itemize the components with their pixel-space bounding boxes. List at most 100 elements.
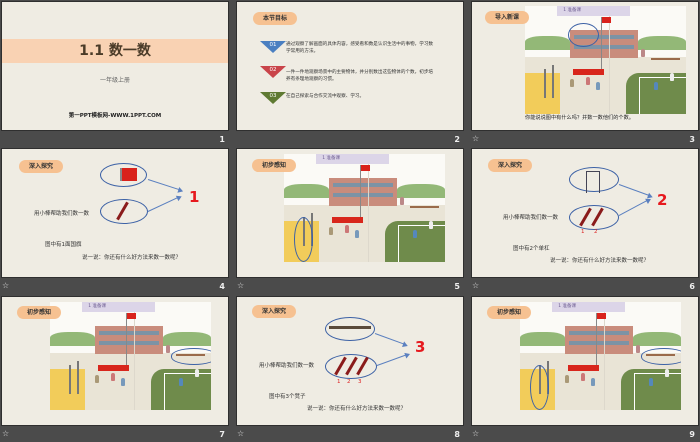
- arrow: [618, 199, 650, 217]
- slide-7[interactable]: 1 准备课 初步感知: [1, 296, 229, 426]
- child: [165, 345, 170, 354]
- school-building: [565, 325, 633, 354]
- child: [345, 225, 350, 234]
- slide-thumbnail-3[interactable]: 1 准备课 导入新课 你能说说图中有什么吗？并数一数他们的个数。 ☆3: [471, 1, 699, 147]
- slide-number: 8: [454, 430, 460, 439]
- trees: [50, 332, 96, 347]
- slide-6[interactable]: 深入探究 1 2 2 用小棒帮助我们数一数 图中有2个单杠 说一说：你还有什么好…: [471, 148, 699, 278]
- animation-icon[interactable]: ☆: [237, 429, 245, 438]
- child: [178, 377, 183, 386]
- slide-thumbnail-5[interactable]: 1 准备课 初步感知 ☆5: [236, 148, 464, 294]
- stick-label: 1: [337, 379, 341, 385]
- book-spine: [608, 6, 610, 114]
- child: [329, 227, 334, 236]
- sandpit: [50, 360, 86, 410]
- slide-9[interactable]: 1 准备课 初步感知: [471, 296, 699, 426]
- arrow: [147, 179, 182, 192]
- section-tag: 导入新课: [485, 11, 529, 24]
- title-band: [2, 39, 228, 63]
- stick-ellipse: [569, 205, 619, 230]
- slide-thumbnail-9[interactable]: 1 准备课 初步感知 ☆ 9: [471, 296, 699, 442]
- flagpole: [600, 16, 602, 71]
- textbook-illustration: 1 准备课: [284, 154, 445, 262]
- question-text: 说一说：你还有什么好方法来数一数呢？: [82, 255, 182, 261]
- slide-3[interactable]: 1 准备课 导入新课 你能说说图中有什么吗？并数一数他们的个数。: [471, 1, 699, 131]
- section-tag: 深入探究: [19, 160, 63, 173]
- sandpit: [525, 64, 561, 114]
- book-tab: 1 准备课: [82, 302, 155, 312]
- goal-marker-3: 03: [260, 92, 286, 104]
- goal-marker-2: 02: [260, 66, 286, 78]
- child: [570, 79, 575, 88]
- slide-thumbnail-2[interactable]: 本节目标 01 通过观察了解画面的具体内容，感受看和数是认识生活中的事物，学习数…: [236, 1, 464, 147]
- goal-text-3: 在自己探索与合作交流中观察、学习。: [286, 94, 365, 99]
- book-tab-label: 准备课: [562, 304, 577, 309]
- slide-thumbnail-6[interactable]: 深入探究 1 2 2 用小棒帮助我们数一数 图中有2个单杠 说一说：你还有什么好…: [471, 148, 699, 294]
- flag-icon: [120, 168, 137, 181]
- slide-number: 2: [454, 135, 460, 144]
- child: [640, 49, 645, 58]
- highlight-ellipse: [293, 216, 313, 262]
- flag: [601, 16, 612, 24]
- slide-4[interactable]: 深入探究 1 用小棒帮助我们数一数 图中有1面国旗 说一说：你还有什么好方法来数…: [1, 148, 229, 278]
- book-tab-number: 1: [322, 156, 326, 161]
- child: [595, 81, 600, 90]
- slide-thumbnail-7[interactable]: 1 准备课 初步感知 ☆7: [1, 296, 229, 442]
- sports-field: [385, 220, 445, 262]
- book-tab: 1 准备课: [552, 302, 625, 312]
- arrow: [374, 333, 407, 346]
- textbook-illustration: 1 准备课: [520, 302, 681, 410]
- slide-1[interactable]: 1.1 数一数 一年级上册 第一PPT模板网-WWW.1PPT.COM: [1, 1, 229, 131]
- book-tab-label: 准备课: [92, 304, 107, 309]
- bench: [409, 205, 439, 208]
- animation-icon[interactable]: ☆: [472, 281, 480, 290]
- count-result: 1: [189, 188, 200, 206]
- animation-icon[interactable]: ☆: [2, 281, 10, 290]
- slide-8[interactable]: 深入探究 1 2 3 3 用小棒帮助我们数一数 图中有3个凳子 说一说：你还有什…: [236, 296, 464, 426]
- child: [354, 229, 359, 238]
- trees: [632, 332, 681, 347]
- slide-2[interactable]: 本节目标 01 通过观察了解画面的具体内容，感受看和数是认识生活中的事物，学习数…: [236, 1, 464, 131]
- stick-label: 1: [581, 229, 585, 235]
- book-spine: [133, 302, 135, 410]
- stick-label: 3: [358, 379, 362, 385]
- animation-icon[interactable]: ☆: [472, 429, 480, 438]
- banner: [568, 364, 599, 372]
- flag: [360, 164, 371, 172]
- count-result: 3: [415, 338, 426, 356]
- slide-thumbnail-4[interactable]: 深入探究 1 用小棒帮助我们数一数 图中有1面国旗 说一说：你还有什么好方法来数…: [1, 148, 229, 294]
- school-building: [95, 325, 163, 354]
- arrow: [618, 184, 652, 197]
- child: [590, 377, 595, 386]
- animation-icon[interactable]: ☆: [2, 429, 10, 438]
- stick-label: 2: [347, 379, 351, 385]
- child: [194, 368, 199, 377]
- slide-5[interactable]: 1 准备课 初步感知: [236, 148, 464, 278]
- slide-number: 6: [689, 282, 695, 291]
- slide-thumbnail-1[interactable]: 1.1 数一数 一年级上册 第一PPT模板网-WWW.1PPT.COM 1: [1, 1, 229, 147]
- book-tab: 1 准备课: [316, 154, 389, 164]
- flagpole: [595, 312, 597, 367]
- book-spine: [603, 302, 605, 410]
- fact-text: 图中有3个凳子: [269, 394, 306, 400]
- book-tab-label: 准备课: [326, 156, 341, 161]
- goal-text-1: 通过观察了解画面的具体内容，感受看和数是认识生活中的事物，学习数学常用的方法。: [286, 42, 434, 54]
- bench: [650, 57, 680, 60]
- prompt-text: 用小棒帮助我们数一数: [503, 215, 559, 221]
- book-tab-label: 准备课: [567, 8, 582, 13]
- book-tab-number: 1: [558, 304, 562, 309]
- trees: [396, 184, 445, 199]
- highlight-ellipse: [529, 364, 549, 410]
- flagpole: [359, 164, 361, 219]
- animation-icon[interactable]: ☆: [237, 281, 245, 290]
- book-spine: [367, 154, 369, 262]
- child: [586, 77, 591, 86]
- prompt-text: 用小棒帮助我们数一数: [34, 211, 90, 217]
- slide-number: 9: [689, 430, 695, 439]
- slide-thumbnail-8[interactable]: 深入探究 1 2 3 3 用小棒帮助我们数一数 图中有3个凳子 说一说：你还有什…: [236, 296, 464, 442]
- highlight-ellipse: [640, 348, 681, 365]
- section-tag: 深入探究: [252, 305, 296, 318]
- flag: [596, 312, 607, 320]
- animation-icon[interactable]: ☆: [472, 134, 480, 143]
- trees: [525, 36, 571, 51]
